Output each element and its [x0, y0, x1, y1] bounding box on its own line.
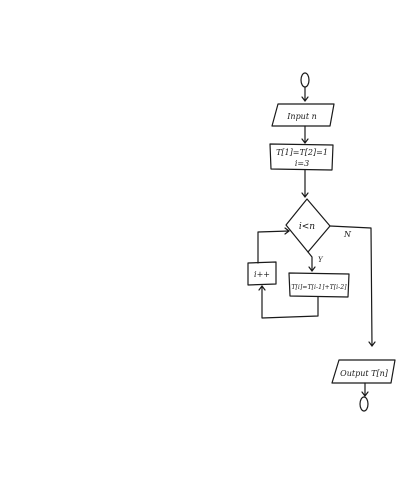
arrow-decision-to-update [307, 251, 313, 272]
init-node: T[1]=T[2]=1 i=3 [269, 143, 334, 171]
init-label-line2: i=3 [295, 159, 309, 168]
update-label: T[i]=T[i-1]+T[i-2] [291, 284, 347, 291]
yes-label: Y [318, 256, 324, 264]
increment-label: i++ [254, 270, 270, 279]
input-label: Input n [286, 112, 317, 121]
arrowhead [284, 227, 290, 235]
no-label: N [343, 230, 352, 239]
decision-label: i<n [299, 222, 315, 232]
arrowhead [361, 391, 369, 397]
arrowhead [301, 96, 309, 102]
increment-node: i++ [247, 261, 277, 286]
init-label-line1: T[1]=T[2]=1 [276, 148, 328, 157]
output-node: Output T[n] [331, 359, 396, 384]
loop-increment-to-decision [257, 230, 290, 264]
decision-node: i<n [285, 198, 331, 253]
loop-update-to-increment [261, 285, 319, 319]
update-node: T[i]=T[i-1]+T[i-2] [288, 272, 350, 298]
output-label: Output T[n] [340, 369, 389, 378]
arrowhead [301, 138, 309, 144]
arrowhead [308, 266, 316, 272]
start-node [300, 72, 310, 88]
arrowhead [258, 285, 266, 291]
end-node [359, 396, 369, 412]
arrowhead [301, 192, 309, 198]
arrowhead [368, 341, 376, 347]
input-node: Input n [271, 103, 335, 127]
arrow-decision-to-output [329, 225, 373, 347]
